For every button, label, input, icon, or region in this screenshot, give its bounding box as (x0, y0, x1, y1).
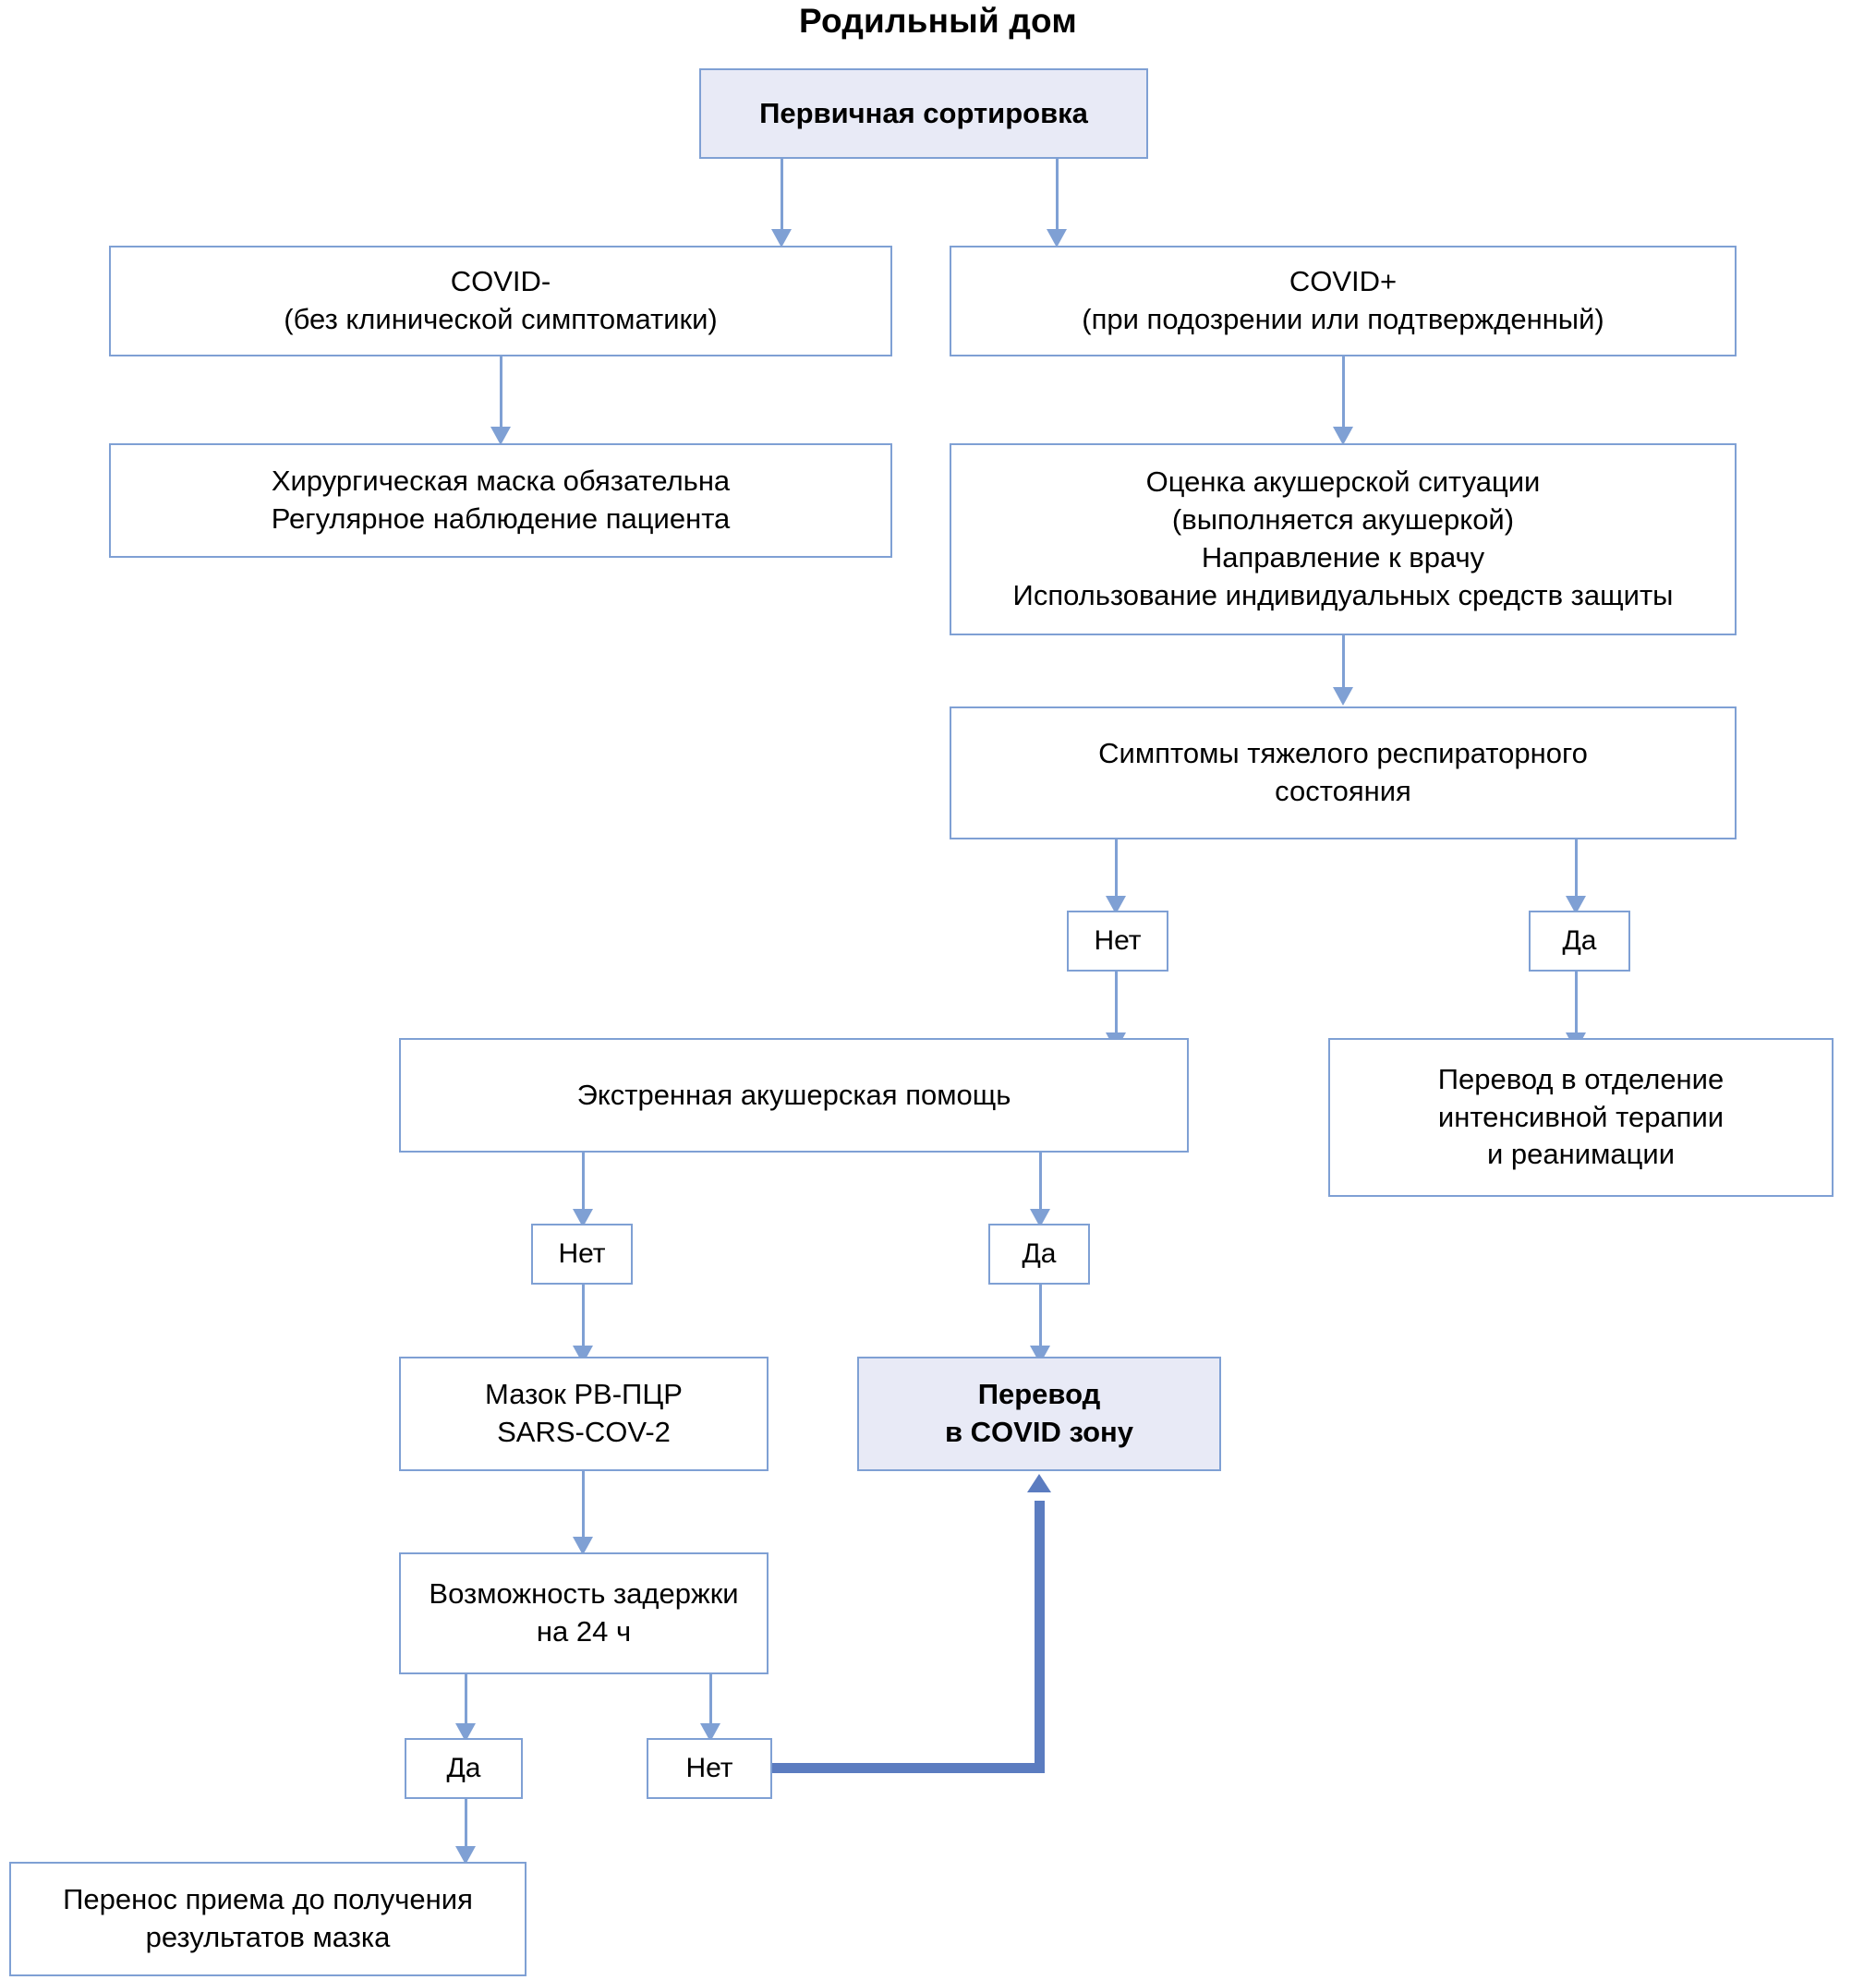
edge-assess-severe-arrow (1333, 687, 1353, 706)
node-obstetric-assessment-line4: Использование индивидуальных средств защ… (1012, 578, 1674, 611)
node-icu-transfer-line2: интенсивной терапии (1437, 1100, 1725, 1133)
node-obstetric-assessment-line3: Направление к врачу (1201, 541, 1485, 573)
node-covid-negative-line2: (без клинической симптоматики) (284, 303, 718, 335)
node-severe-symptoms-line1: Симптомы тяжелого респираторного (1098, 737, 1588, 770)
edge-triage-pos-stem (1056, 159, 1059, 237)
node-triage-line1: Первичная сортировка (759, 96, 1088, 129)
node-emergency-obstetric-care[interactable]: Экстренная акушерская помощь (399, 1038, 1189, 1153)
edge-pcr-delay-stem (582, 1471, 585, 1545)
edge-severe-no-arrow (1106, 896, 1126, 914)
node-severe-symptoms[interactable]: Симптомы тяжелого респираторного состоян… (950, 706, 1737, 839)
label-severe-yes-text: Да (1562, 925, 1597, 957)
label-emergency-yes-text: Да (1022, 1238, 1057, 1270)
label-emergency-no[interactable]: Нет (531, 1224, 633, 1285)
edge-delay-no-arrow (700, 1723, 720, 1742)
edge-delayyes-postpone-stem (465, 1799, 467, 1854)
node-mask-observation[interactable]: Хирургическая маска обязательна Регулярн… (109, 443, 892, 558)
edge-delayno-covidzone-vertical (1035, 1501, 1045, 1769)
edge-pos-assess-stem (1342, 356, 1345, 435)
node-covid-positive[interactable]: COVID+ (при подозрении или подтвержденны… (950, 246, 1737, 356)
node-covid-negative-line1: COVID- (450, 265, 551, 298)
edge-no-emergency-stem (1115, 972, 1118, 1041)
edge-emerg-no-stem (582, 1153, 585, 1217)
node-mask-observation-line1: Хирургическая маска обязательна (271, 465, 731, 498)
node-pcr-swab-line2: SARS-COV-2 (497, 1416, 671, 1448)
node-covid-zone-transfer-line2: в COVID зону (945, 1416, 1133, 1448)
node-covid-positive-line2: (при подозрении или подтвержденный) (1082, 303, 1604, 335)
label-delay-yes-text: Да (446, 1753, 481, 1784)
edge-triage-neg-arrow (771, 229, 792, 248)
edge-delay-yes-arrow (455, 1723, 476, 1742)
edge-yes-covidzone-stem (1039, 1285, 1042, 1354)
label-delay-yes[interactable]: Да (405, 1738, 523, 1799)
node-obstetric-assessment-line2: (выполняется акушеркой) (1171, 503, 1515, 537)
edge-delay-yes-stem (465, 1674, 467, 1732)
edge-neg-mask-arrow (490, 427, 511, 445)
edge-severe-no-stem (1115, 839, 1118, 904)
edge-severe-yes-stem (1575, 839, 1578, 904)
node-pcr-swab-line1: Мазок РВ-ПЦР (485, 1378, 683, 1411)
page-title: Родильный дом (799, 2, 1077, 40)
edge-triage-neg-stem (781, 159, 783, 237)
node-covid-zone-transfer-line1: Перевод (977, 1378, 1101, 1411)
edge-delayno-covidzone-arrow (1027, 1474, 1051, 1492)
node-triage[interactable]: Первичная сортировка (699, 68, 1148, 159)
node-delay-possible-line2: на 24 ч (536, 1615, 632, 1648)
node-postpone-admission[interactable]: Перенос приема до получения результатов … (9, 1862, 526, 1976)
node-postpone-admission-line2: результатов мазка (145, 1921, 391, 1953)
node-covid-positive-line1: COVID+ (1289, 265, 1398, 298)
node-delay-possible-line1: Возможность задержки (429, 1577, 739, 1611)
edge-severe-yes-arrow (1566, 896, 1586, 914)
label-severe-no-text: Нет (1094, 925, 1142, 957)
edge-delayyes-postpone-arrow (455, 1846, 476, 1865)
edge-neg-mask-stem (500, 356, 502, 435)
edge-emerg-no-arrow (573, 1209, 593, 1227)
label-emergency-no-text: Нет (558, 1238, 606, 1270)
node-delay-possible[interactable]: Возможность задержки на 24 ч (399, 1552, 769, 1674)
node-severe-symptoms-line2: состояния (1275, 775, 1411, 807)
edge-no-pcr-stem (582, 1285, 585, 1354)
edge-triage-pos-arrow (1047, 229, 1067, 248)
node-icu-transfer[interactable]: Перевод в отделение интенсивной терапии … (1328, 1038, 1834, 1197)
node-obstetric-assessment[interactable]: Оценка акушерской ситуации (выполняется … (950, 443, 1737, 635)
edge-yes-icu-stem (1575, 972, 1578, 1041)
label-severe-no[interactable]: Нет (1067, 911, 1168, 972)
node-icu-transfer-line1: Перевод в отделение (1437, 1062, 1725, 1095)
edge-emerg-yes-arrow (1030, 1209, 1050, 1227)
label-delay-no-text: Нет (685, 1753, 733, 1784)
node-pcr-swab[interactable]: Мазок РВ-ПЦР SARS-COV-2 (399, 1357, 769, 1471)
label-severe-yes[interactable]: Да (1529, 911, 1630, 972)
node-postpone-admission-line1: Перенос приема до получения (63, 1883, 473, 1916)
edge-delayno-covidzone-horizontal (772, 1763, 1045, 1773)
node-icu-transfer-line3: и реанимации (1486, 1138, 1676, 1171)
node-covid-zone-transfer[interactable]: Перевод в COVID зону (857, 1357, 1221, 1471)
label-emergency-yes[interactable]: Да (988, 1224, 1090, 1285)
node-emergency-obstetric-care-line1: Экстренная акушерская помощь (576, 1078, 1011, 1111)
edge-pcr-delay-arrow (573, 1537, 593, 1555)
edge-emerg-yes-stem (1039, 1153, 1042, 1217)
edge-assess-severe-stem (1342, 635, 1345, 695)
label-delay-no[interactable]: Нет (647, 1738, 772, 1799)
edge-pos-assess-arrow (1333, 427, 1353, 445)
node-covid-negative[interactable]: COVID- (без клинической симптоматики) (109, 246, 892, 356)
edge-delay-no-stem (709, 1674, 712, 1732)
node-obstetric-assessment-line1: Оценка акушерской ситуации (1145, 465, 1541, 499)
node-mask-observation-line2: Регулярное наблюдение пациента (271, 502, 731, 535)
